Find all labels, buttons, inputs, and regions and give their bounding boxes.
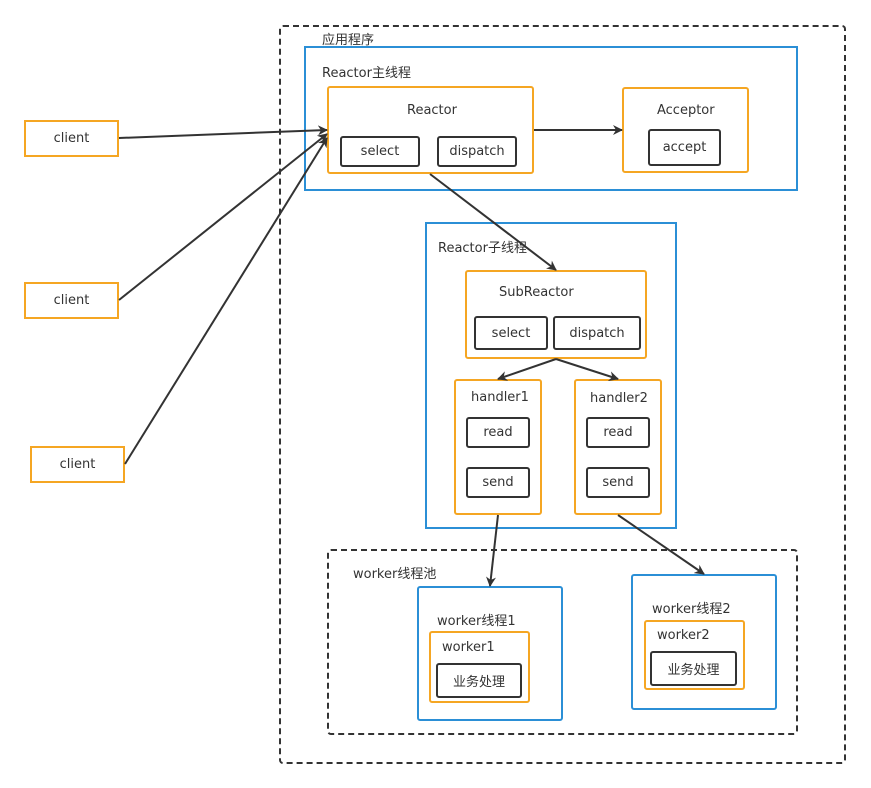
worker-pool-boundary (327, 549, 798, 735)
worker-thread2 (631, 574, 777, 710)
worker1-task-box: 业务处理 (436, 663, 522, 698)
reactor-label: Reactor (407, 103, 457, 118)
acceptor-label: Acceptor (657, 103, 715, 118)
subreactor-label: SubReactor (499, 285, 574, 300)
worker-thread1 (417, 586, 563, 721)
reactor-main-thread-label: Reactor主线程 (322, 66, 411, 81)
worker-pool-label: worker线程池 (353, 567, 437, 582)
subreactor-select-box: select (474, 316, 548, 350)
handler2-label: handler2 (590, 391, 648, 406)
worker2-task-box: 业务处理 (650, 651, 737, 686)
reactor-select-box: select (340, 136, 420, 167)
reactor-sub-thread-label: Reactor子线程 (438, 241, 527, 256)
worker1-label: worker1 (442, 640, 495, 655)
client-node-1: client (24, 120, 119, 157)
worker-thread1-label: worker线程1 (437, 614, 516, 629)
worker2-label: worker2 (657, 628, 710, 643)
handler1-read-box: read (466, 417, 530, 448)
handler1-label: handler1 (471, 390, 529, 405)
handler2-send-box: send (586, 467, 650, 498)
handler2-read-box: read (586, 417, 650, 448)
worker-thread2-label: worker线程2 (652, 602, 731, 617)
subreactor-dispatch-box: dispatch (553, 316, 641, 350)
reactor-dispatch-box: dispatch (437, 136, 517, 167)
application-label: 应用程序 (322, 33, 375, 48)
client-node-2: client (24, 282, 119, 319)
acceptor-accept-box: accept (648, 129, 721, 166)
client-node-3: client (30, 446, 125, 483)
handler1-send-box: send (466, 467, 530, 498)
